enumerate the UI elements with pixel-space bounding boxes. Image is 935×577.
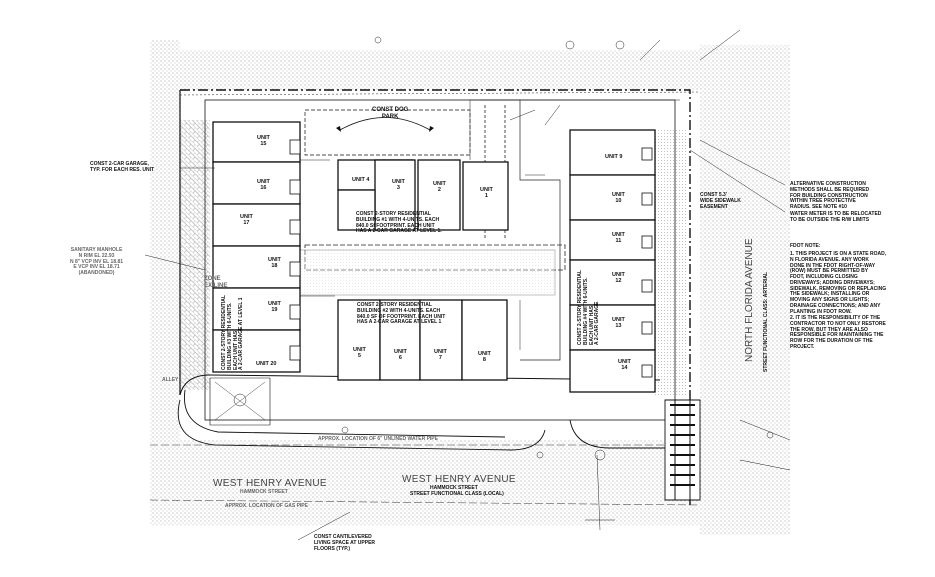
fdot-note-title: FDOT NOTE: (790, 243, 821, 249)
utility-lines (144, 29, 791, 541)
unit-6-footprint (379, 299, 421, 381)
gas-pipe-label: APPROX. LOCATION OF GAS PIPE (225, 503, 308, 509)
unit-label-1: UNIT 1 (480, 187, 493, 199)
building-4-note: CONST 2-STORY RESIDENTIAL BUILDING #4 WI… (577, 270, 601, 345)
unit-label-7: UNIT 7 (434, 349, 447, 361)
building-1 (337, 159, 509, 231)
unit-label-12: UNIT 12 (612, 272, 625, 284)
west-henry-ave-center: WEST HENRY AVENUE (402, 474, 516, 485)
alley-label: ALLEY (162, 377, 179, 383)
building-3-note: CONST 2-STORY RESIDENTIAL BUILDING #3 WI… (221, 295, 245, 370)
unit-2-footprint (417, 159, 461, 231)
bottom-curbs (149, 377, 701, 506)
unit-label-10: UNIT 10 (612, 192, 625, 204)
water-pipe-label: APPROX. LOCATION OF 6" UNLINED WATER PIP… (318, 436, 438, 442)
north-florida-ave-label: NORTH FLORIDA AVENUE (744, 238, 755, 362)
building-2 (337, 299, 508, 381)
cantilever-note: CONST CANTILEVERED LIVING SPACE AT UPPER… (314, 534, 376, 552)
unit-1-footprint (462, 161, 509, 231)
unit-label-11: UNIT 11 (612, 232, 625, 244)
unit-label-8: UNIT 8 (478, 351, 491, 363)
unit-label-19: UNIT 19 (268, 301, 281, 313)
unit-label-14: UNIT 14 (618, 359, 631, 371)
unit-label-3: UNIT 3 (392, 179, 405, 191)
unit-label-6: UNIT 6 (394, 349, 407, 361)
unit-label-9: UNIT 9 (605, 154, 623, 160)
unit-label-15: UNIT 15 (257, 135, 270, 147)
fdot-note-2: 2. IT IS THE RESPONSIBILITY OF THE CONTR… (790, 315, 886, 350)
building-1-note: CONST 2-STORY RESIDENTIAL BUILDING #1 WI… (356, 211, 442, 235)
unit-label-16: UNIT 16 (257, 179, 270, 191)
unit-label-13: UNIT 13 (612, 317, 625, 329)
hammock-street-center: HAMMOCK STREET (430, 485, 478, 491)
unit-label-5: UNIT 5 (353, 347, 366, 359)
right-driveway (664, 399, 701, 501)
sanitary-manhole-note: SANITARY MANHOLE N RIM EL 22.93 N 8" VCP… (70, 247, 124, 276)
west-henry-ave-left: WEST HENRY AVENUE (213, 478, 327, 489)
garage-note: CONST 2-CAR GARAGE, TYP. FOR EACH RES. U… (90, 161, 155, 173)
building-4 (569, 129, 656, 393)
unit-label-17: UNIT 17 (240, 214, 253, 226)
north-florida-class: STREET FUNCTIONAL CLASS: ARTERIAL (763, 272, 769, 372)
zone-label: ZONE EX LINE (204, 276, 228, 289)
unit-label-20: UNIT 20 (256, 361, 277, 367)
hammock-street-left: HAMMOCK STREET (240, 489, 288, 495)
henry-functional-class: STREET FUNCTIONAL CLASS (LOCAL) (410, 491, 504, 497)
building-2-note: CONST 2-STORY RESIDENTIAL BUILDING #2 WI… (357, 302, 446, 326)
property-boundary (179, 89, 691, 505)
building-3 (212, 121, 301, 373)
dog-park-label: CONST DOG PARK (372, 107, 409, 120)
fdot-note-1: 1. THIS PROJECT IS ON A STATE ROAD, N FL… (790, 251, 887, 315)
unit-5-footprint (337, 299, 381, 381)
unit-label-18: UNIT 18 (268, 257, 281, 269)
unit-8-footprint (461, 299, 508, 381)
garage-stubs (289, 139, 653, 378)
unit-label-2: UNIT 2 (433, 181, 446, 193)
water-meter-note: WATER METER IS TO BE RELOCATED TO BE OUT… (790, 211, 882, 223)
sidewalk-note: CONST 5.3' WIDE SIDEWALK EASEMENT (700, 192, 741, 210)
alt-construction-note: ALTERNATIVE CONSTRUCTION METHODS SHALL B… (790, 181, 870, 210)
unit-label-4: UNIT 4 (352, 177, 370, 183)
